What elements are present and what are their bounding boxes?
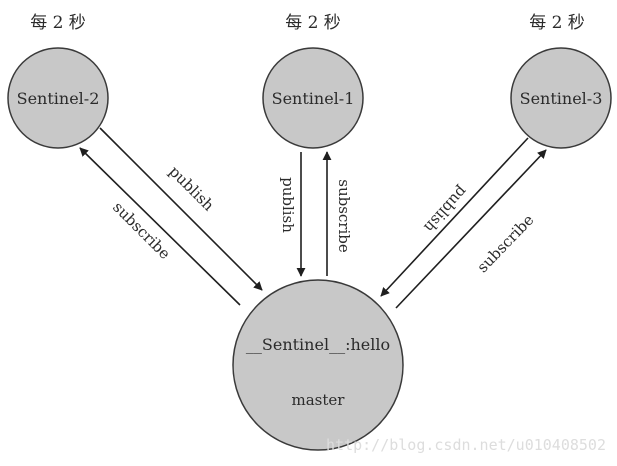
master-label: master (292, 391, 346, 409)
sentinel-1-node: Sentinel-1 (262, 47, 364, 149)
sentinel-2-node: Sentinel-2 (7, 47, 109, 149)
sentinel-3-label: Sentinel-3 (520, 89, 603, 108)
sentinel-3-node: Sentinel-3 (510, 47, 612, 149)
s3-subscribe-arrow (395, 149, 547, 309)
s2-publish-label: publish (165, 162, 217, 214)
timing-label-center: 每 2 秒 (285, 13, 341, 33)
sentinel-2-label: Sentinel-2 (17, 89, 100, 108)
s2-subscribe-arrow (79, 147, 241, 306)
s3-publish-arrow (380, 137, 529, 297)
sentinel-1-label: Sentinel-1 (272, 89, 355, 108)
s3-subscribe-label: subscribe (473, 211, 537, 276)
master-node: __Sentinel__:hello master (232, 279, 404, 451)
watermark: http://blog.csdn.net/u010408502 (326, 436, 606, 454)
s1-publish-label: publish (279, 177, 297, 233)
master-channel-label: __Sentinel__:hello (246, 335, 390, 354)
s2-publish-arrow (99, 127, 263, 291)
s1-subscribe-label: subscribe (335, 179, 353, 253)
s3-publish-label: publish (420, 183, 471, 237)
timing-label-right: 每 2 秒 (529, 13, 585, 33)
timing-label-left: 每 2 秒 (30, 13, 86, 33)
